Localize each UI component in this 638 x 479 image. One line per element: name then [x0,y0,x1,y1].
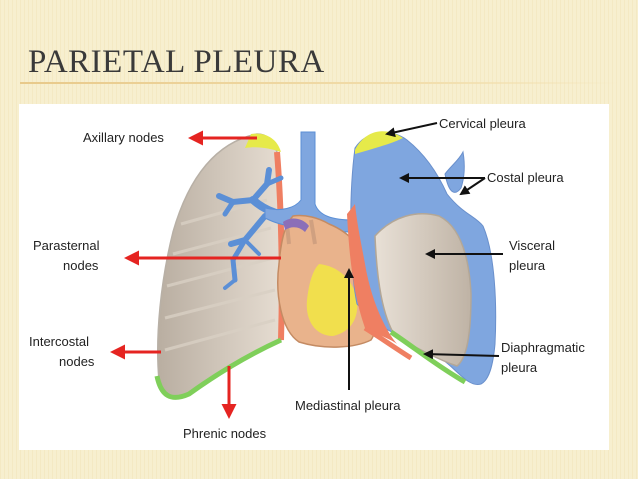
label-costal-pleura: Costal pleura [487,170,564,185]
label-intercostal-1: Intercostal [29,334,89,349]
label-axillary-nodes: Axillary nodes [83,130,164,145]
slide-title: PARIETAL PLEURA [28,44,325,80]
cervical-pointer [385,122,438,138]
lymph-drainage-arrows [110,130,281,419]
label-visceral-2: pleura [509,258,546,273]
pleura-diagram: Axillary nodes Parasternal nodes Interco… [29,116,585,441]
pleura-diagram-panel: Axillary nodes Parasternal nodes Interco… [19,104,609,450]
label-mediastinal-pleura: Mediastinal pleura [295,398,401,413]
label-parasternal-2: nodes [63,258,99,273]
label-cervical-pleura: Cervical pleura [439,116,526,131]
pointer-arrows [344,122,503,390]
right-lung [347,131,497,386]
diaphragmatic-pointer [423,349,500,360]
costal-pointer-2 [459,177,486,196]
label-intercostal-2: nodes [59,354,95,369]
label-phrenic-nodes: Phrenic nodes [183,426,267,441]
label-diaphragmatic-2: pleura [501,360,538,375]
diagram-labels: Axillary nodes Parasternal nodes Interco… [29,116,585,441]
title-divider [20,82,618,84]
label-diaphragmatic-1: Diaphragmatic [501,340,585,355]
label-parasternal-1: Parasternal [33,238,100,253]
label-visceral-1: Visceral [509,238,555,253]
